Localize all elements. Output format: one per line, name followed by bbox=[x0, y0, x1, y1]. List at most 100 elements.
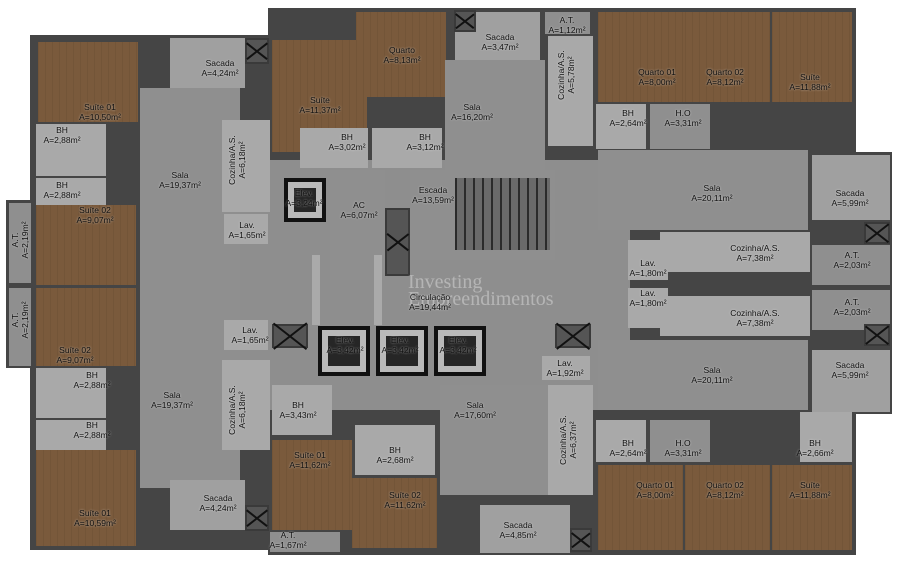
room-area-value: A=11,88m² bbox=[789, 82, 831, 92]
room-area bbox=[542, 356, 590, 380]
room-area-value: A=9,07m² bbox=[56, 355, 94, 365]
room-label: Elev.A=3,42m² bbox=[381, 335, 418, 355]
room-area bbox=[596, 104, 646, 149]
room-area-value: A=3,47m² bbox=[481, 42, 519, 52]
room-area bbox=[545, 12, 590, 34]
room-name: Lav. bbox=[239, 220, 255, 230]
room-name: Cozinha/A.S. bbox=[730, 243, 780, 253]
room-name: BH bbox=[389, 445, 401, 455]
room-label: Lav.A=1,92m² bbox=[546, 358, 583, 378]
room-name: H.O bbox=[675, 438, 691, 448]
room-label: Cozinha/A.S.A=6,37m² bbox=[558, 415, 578, 465]
room-area-value: A=2,64m² bbox=[609, 118, 647, 128]
room-area bbox=[284, 178, 326, 222]
room-area bbox=[170, 480, 245, 530]
room-area-value: A=3,31m² bbox=[664, 448, 702, 458]
room-name: Sala bbox=[463, 102, 481, 112]
room-name: Elev. bbox=[294, 188, 314, 198]
room-name: Sala bbox=[171, 170, 189, 180]
room-area bbox=[36, 368, 106, 418]
room-area bbox=[598, 12, 688, 102]
room-area bbox=[628, 240, 668, 280]
room-name: Cozinha/A.S. bbox=[730, 308, 780, 318]
room-area bbox=[9, 288, 31, 366]
room-area-value: A=6,18m² bbox=[237, 141, 247, 179]
room-area bbox=[660, 232, 810, 272]
shaft-x-icon bbox=[454, 10, 476, 32]
room-name: Suíte 01 bbox=[84, 102, 116, 112]
room-area-value: A=3,43m² bbox=[279, 410, 317, 420]
room-area bbox=[812, 350, 890, 412]
room-name: Suíte 02 bbox=[59, 345, 91, 355]
room-name: Sacada bbox=[485, 32, 515, 42]
room-name: Cozinha/A.S. bbox=[227, 385, 237, 435]
room-area-value: A=16,20m² bbox=[451, 112, 493, 122]
room-name: Suíte bbox=[800, 480, 820, 490]
room-name: BH bbox=[622, 108, 634, 118]
room-area-value: A=3,12m² bbox=[406, 142, 444, 152]
room-name: Suíte 02 bbox=[389, 490, 421, 500]
room-label: Lav.A=1,80m² bbox=[629, 258, 666, 278]
room-name: BH bbox=[56, 125, 68, 135]
shaft-x-icon bbox=[245, 38, 269, 64]
room-area bbox=[9, 203, 31, 283]
room-label: A.T.A=2,19m² bbox=[10, 221, 30, 258]
room-area-value: A=11,62m² bbox=[289, 460, 331, 470]
room-area-value: A=9,07m² bbox=[76, 215, 114, 225]
room-label: A.T.A=2,03m² bbox=[833, 297, 870, 317]
room-area-value: A=1,12m² bbox=[548, 25, 586, 35]
room-name: A.T. bbox=[844, 297, 860, 307]
room-area bbox=[222, 360, 270, 450]
room-area bbox=[548, 385, 593, 495]
room-area-value: A=4,24m² bbox=[199, 503, 237, 513]
room-name: Cozinha/A.S. bbox=[558, 415, 568, 465]
room-area bbox=[812, 155, 890, 220]
room-label: Elev.A=3,42m² bbox=[326, 335, 363, 355]
room-name: Sala bbox=[703, 183, 721, 193]
room-area-value: A=19,37m² bbox=[159, 180, 201, 190]
room-area bbox=[772, 12, 852, 102]
stair-flights-icon bbox=[455, 178, 550, 250]
room-name: BH bbox=[622, 438, 634, 448]
room-area bbox=[772, 465, 852, 550]
room-area-value: A=1,92m² bbox=[546, 368, 584, 378]
room-area-value: A=20,11m² bbox=[691, 193, 733, 203]
room-name: A.T. bbox=[10, 232, 20, 248]
room-area-value: A=11,62m² bbox=[384, 500, 426, 510]
room-area bbox=[480, 505, 570, 553]
room-area-value: A=6,07m² bbox=[340, 210, 378, 220]
room-area-value: A=2,19m² bbox=[20, 301, 30, 339]
shaft-x-icon bbox=[555, 324, 591, 348]
room-label: Lav.A=1,65m² bbox=[228, 220, 265, 240]
room-area-value: A=2,88m² bbox=[73, 430, 111, 440]
room-area bbox=[36, 205, 136, 285]
room-label: Elev.A=3,42m² bbox=[439, 335, 476, 355]
room-area-value: A=2,03m² bbox=[833, 260, 871, 270]
room-name: Cozinha/A.S. bbox=[556, 50, 566, 100]
shaft-x-icon bbox=[272, 324, 308, 348]
room-area bbox=[598, 150, 808, 230]
room-area-value: A=4,85m² bbox=[499, 530, 537, 540]
room-area bbox=[685, 465, 770, 550]
room-area-value: A=7,38m² bbox=[736, 318, 774, 328]
room-area-value: A=3,24m² bbox=[285, 198, 323, 208]
room-area-value: A=3,02m² bbox=[328, 142, 366, 152]
